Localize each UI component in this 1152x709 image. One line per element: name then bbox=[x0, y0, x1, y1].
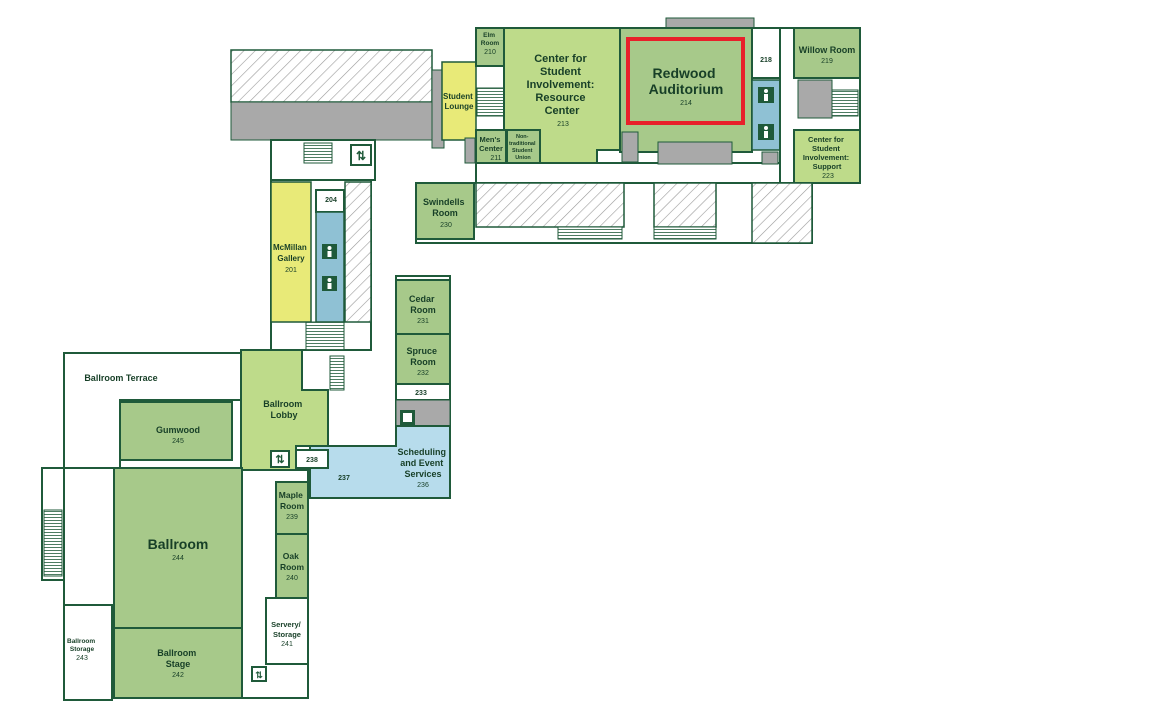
stairs bbox=[476, 87, 505, 117]
svg-text:239: 239 bbox=[286, 514, 298, 521]
svg-text:Ballroom: Ballroom bbox=[148, 536, 209, 552]
svg-text:245: 245 bbox=[172, 438, 184, 445]
svg-text:Servery/ Storage: Servery/ Storage bbox=[271, 620, 303, 639]
room-servery-storage[interactable] bbox=[265, 597, 309, 665]
svg-text:211: 211 bbox=[490, 155, 501, 162]
svg-text:Ballroom Stage: Ballroom Stage bbox=[157, 648, 199, 669]
accessible-icon bbox=[400, 410, 415, 425]
elm-number: 210 bbox=[484, 49, 496, 56]
gray-area bbox=[464, 137, 476, 164]
svg-text:204: 204 bbox=[325, 197, 337, 204]
svg-text:241: 241 bbox=[281, 641, 293, 648]
gray-area bbox=[230, 101, 433, 141]
restroom-women-icon bbox=[758, 87, 774, 103]
svg-text:232: 232 bbox=[417, 370, 429, 377]
svg-text:213: 213 bbox=[557, 121, 569, 128]
svg-text:⇅: ⇅ bbox=[255, 670, 263, 680]
floor-plan-svg: ⇅ Student Lounge Elm Room 210 Center for… bbox=[41, 17, 861, 701]
svg-text:Ballroom Storage: Ballroom Storage bbox=[67, 638, 97, 653]
hatched-area bbox=[653, 182, 717, 228]
stairs bbox=[831, 89, 859, 117]
restroom-men-icon bbox=[322, 276, 337, 291]
elevator-icon: ⇅ bbox=[251, 666, 267, 682]
svg-text:Elm Room: Elm Room bbox=[481, 32, 500, 47]
elevator-icon: ⇅ bbox=[350, 144, 372, 166]
svg-text:214: 214 bbox=[680, 100, 692, 107]
svg-text:219: 219 bbox=[821, 58, 833, 65]
restrooms bbox=[315, 211, 345, 323]
svg-text:Ballroom Terrace: Ballroom Terrace bbox=[84, 373, 157, 383]
gray-area bbox=[621, 131, 639, 163]
svg-text:242: 242 bbox=[172, 672, 184, 679]
svg-text:Cedar Room: Cedar Room bbox=[409, 294, 437, 315]
stairs bbox=[305, 321, 345, 351]
gray-area bbox=[797, 79, 833, 119]
room-swindells[interactable] bbox=[415, 182, 475, 240]
hatched-area bbox=[475, 182, 625, 228]
svg-text:230: 230 bbox=[440, 222, 452, 229]
room-gumwood[interactable] bbox=[119, 401, 233, 461]
room-student-lounge[interactable] bbox=[441, 61, 477, 141]
corridor bbox=[475, 162, 813, 184]
room-scheduling-event-services[interactable] bbox=[309, 425, 451, 499]
svg-text:⇅: ⇅ bbox=[275, 454, 284, 466]
restroom-women-icon bbox=[322, 244, 337, 259]
hatched-area bbox=[344, 181, 372, 323]
stairs bbox=[557, 226, 623, 240]
svg-text:Spruce Room: Spruce Room bbox=[406, 346, 439, 367]
svg-text:244: 244 bbox=[172, 555, 184, 562]
csi-support-label: Center for Student Involvement: Support bbox=[803, 135, 851, 171]
svg-text:238: 238 bbox=[306, 457, 318, 464]
svg-text:243: 243 bbox=[76, 655, 88, 662]
hatched-area bbox=[751, 182, 813, 244]
svg-text:240: 240 bbox=[286, 575, 298, 582]
student-lounge-label: Student Lounge bbox=[443, 92, 475, 111]
svg-text:McMillan Gallery: McMillan Gallery bbox=[273, 243, 309, 263]
svg-text:233: 233 bbox=[415, 390, 427, 397]
room-oak[interactable] bbox=[275, 533, 309, 599]
hatched-area bbox=[230, 49, 433, 103]
stairs bbox=[43, 509, 63, 577]
restroom-men-icon bbox=[758, 124, 774, 140]
svg-text:Willow Room: Willow Room bbox=[799, 45, 855, 55]
room-redwood-auditorium[interactable] bbox=[619, 27, 753, 153]
elevator-icon: ⇅ bbox=[270, 450, 290, 468]
csi-resource-label: Center for Student Involvement: Resource… bbox=[527, 53, 598, 117]
gray-area bbox=[657, 141, 733, 165]
svg-text:Ballroom Lobby: Ballroom Lobby bbox=[263, 399, 305, 420]
room-ballroom-storage[interactable] bbox=[63, 604, 113, 701]
svg-text:⇅: ⇅ bbox=[356, 149, 366, 163]
svg-text:237: 237 bbox=[338, 475, 350, 482]
svg-text:Gumwood: Gumwood bbox=[156, 425, 200, 435]
floor-map: ⇅ Student Lounge Elm Room 210 Center for… bbox=[41, 17, 861, 701]
redwood-label: Redwood Auditorium bbox=[649, 65, 724, 97]
room-nontraditional-student-union[interactable] bbox=[506, 129, 541, 164]
room-willow[interactable] bbox=[793, 27, 861, 79]
svg-text:Scheduling and Event S: Scheduling and Event Services bbox=[397, 447, 448, 479]
svg-text:Men's Center: Men's Center bbox=[479, 135, 503, 153]
stairs bbox=[303, 142, 333, 164]
room-elm[interactable] bbox=[475, 27, 505, 67]
room-218[interactable] bbox=[751, 27, 781, 79]
svg-text:Non- traditional Stude: Non- traditional Student Union bbox=[509, 134, 537, 161]
gray-area bbox=[761, 151, 779, 165]
stairs bbox=[653, 226, 717, 240]
svg-text:223: 223 bbox=[822, 173, 834, 180]
svg-text:236: 236 bbox=[417, 482, 429, 489]
room-mcmillan-gallery[interactable] bbox=[270, 181, 312, 323]
svg-text:231: 231 bbox=[417, 318, 429, 325]
selected-room-highlight bbox=[626, 37, 745, 125]
svg-text:Swindells Room: Swindells Room bbox=[423, 197, 467, 218]
room-ballroom-stage[interactable] bbox=[113, 627, 243, 699]
svg-text:Oak Room: Oak Room bbox=[280, 551, 305, 572]
svg-text:218: 218 bbox=[760, 57, 772, 64]
svg-text:Maple Room: Maple Room bbox=[279, 490, 305, 511]
svg-text:201: 201 bbox=[285, 267, 297, 274]
room-csi-support[interactable] bbox=[793, 129, 861, 184]
stairs bbox=[329, 355, 345, 391]
